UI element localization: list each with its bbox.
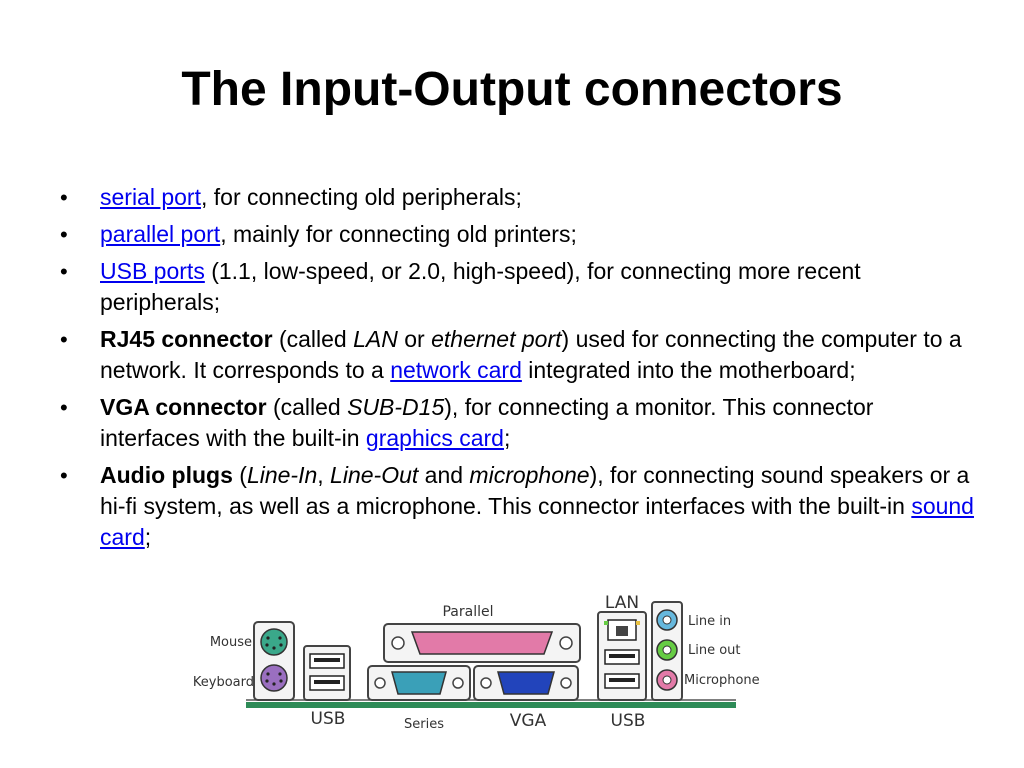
line-in-term: Line-In [246,462,318,488]
bullet-text: , mainly for connecting old printers; [220,221,577,247]
bullet-dot: • [60,185,68,210]
bullet-audio: • Audio plugs (Line-In, Line-Out and mic… [56,460,976,553]
subd15-term: SUB-D15 [347,394,445,420]
bullet-text: (called [266,394,348,420]
bullet-text: ), for connecting sound speakers or a hi… [100,462,970,519]
bullet-text: , for connecting old peripherals; [200,184,522,210]
bullet-text: , [317,462,331,488]
bullet-usb: • USB ports (1.1, low-speed, or 2.0, hig… [56,256,976,318]
line-out-label: Line out [688,643,741,658]
bullet-text: ; [503,425,511,451]
slide-title: The Input-Output connectors [181,63,843,116]
board-strip [246,702,736,708]
rj45-term: RJ45 connector [100,326,273,352]
bullet-serial: • serial port, for connecting old periph… [56,182,976,213]
io-panel-diagram: Mouse Keyboard USB Parallel Series VGA [168,588,776,738]
bullet-text: and [418,462,470,488]
mouse-label: Mouse [210,635,252,650]
bullet-dot: • [60,222,68,247]
usb-left-label: USB [311,709,346,729]
bullet-dot: • [60,463,68,488]
io-panel-svg: Mouse Keyboard USB Parallel Series VGA [193,593,760,732]
bullet-dot: • [60,327,68,352]
vga-label: VGA [510,711,547,731]
mouse-port-icon [260,628,288,656]
bullet-text: (1.1, low-speed, or 2.0, high-speed), fo… [100,258,861,315]
network-card-link[interactable]: network card [390,357,522,383]
bullet-dot: • [60,259,68,284]
serial-port-link[interactable]: serial port [100,184,201,210]
parallel-port-icon [410,631,554,655]
microphone-term: microphone [469,462,590,488]
parallel-label: Parallel [442,604,493,620]
bullet-parallel: • parallel port, mainly for connecting o… [56,219,976,250]
microphone-label: Microphone [684,673,760,688]
vga-port-icon [497,671,555,695]
parallel-port-link[interactable]: parallel port [100,221,221,247]
bullet-text: ( [232,462,247,488]
keyboard-label: Keyboard [193,675,254,690]
bullet-dot: • [60,395,68,420]
line-out-term: Line-Out [330,462,419,488]
connector-list: • serial port, for connecting old periph… [56,182,976,559]
bullet-text: integrated into the motherboard; [521,357,856,383]
usb-ports-link[interactable]: USB ports [100,258,205,284]
bullet-text: or [397,326,432,352]
bullet-text: ; [144,524,152,550]
series-label: Series [404,717,444,732]
line-in-label: Line in [688,614,731,629]
audio-term: Audio plugs [100,462,233,488]
keyboard-port-icon [260,664,288,692]
lan-label: LAN [605,593,639,613]
bullet-rj45: • RJ45 connector (called LAN or ethernet… [56,324,976,386]
lan-term: LAN [353,326,398,352]
graphics-card-link[interactable]: graphics card [365,425,504,451]
bullet-vga: • VGA connector (called SUB-D15), for co… [56,392,976,454]
usb-right-label: USB [611,711,646,731]
bullet-text: (called [272,326,354,352]
serial-port-icon [391,671,447,695]
bullet-text: ) used for connecting the computer to a … [100,326,962,383]
bullet-text: ), for connecting a monitor. This connec… [100,394,874,451]
vga-term: VGA connector [100,394,267,420]
sound-card-link[interactable]: sound card [100,493,974,550]
ethernet-term: ethernet port [431,326,562,352]
